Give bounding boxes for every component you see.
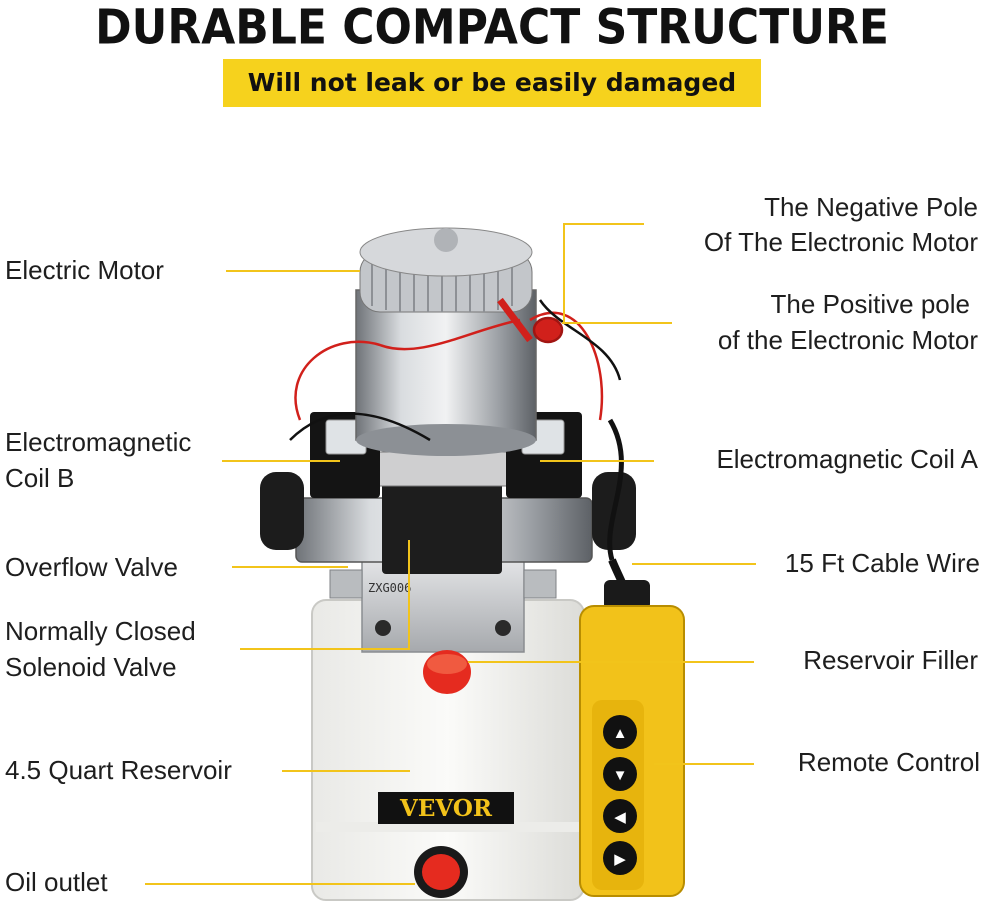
label-solenoid-line1: Normally Closed [5, 616, 196, 646]
leader-solenoid [240, 648, 410, 650]
leader-overflow-valve [232, 566, 348, 568]
leader-reservoir [282, 770, 410, 772]
label-positive-line1: The Positive pole [770, 289, 970, 319]
svg-text:▲: ▲ [613, 725, 628, 742]
leader-coil-b [222, 460, 340, 462]
subtitle-banner: Will not leak or be easily damaged [223, 59, 761, 107]
label-filler: Reservoir Filler [803, 645, 978, 675]
label-reservoir: 4.5 Quart Reservoir [5, 755, 232, 785]
vevor-logo: VEVOR [399, 795, 493, 822]
leader-solenoid-vertical [408, 540, 410, 650]
vevor-logo-plate [378, 792, 514, 824]
label-solenoid-line2: Solenoid Valve [5, 652, 177, 682]
oil-outlet-cap [414, 846, 468, 898]
reservoir-filler-cap [423, 650, 471, 694]
leader-cable [632, 563, 756, 565]
valve-block: ZXG006 [329, 559, 557, 653]
label-negative-line2: Of The Electronic Motor [703, 227, 978, 257]
svg-text:▼: ▼ [613, 767, 628, 784]
leader-electric-motor [226, 270, 360, 272]
leader-positive [562, 322, 672, 324]
electric-motor [355, 227, 537, 456]
svg-text:◀: ◀ [614, 809, 626, 826]
leader-oil-outlet [145, 883, 415, 885]
svg-text:▶: ▶ [614, 851, 626, 868]
page-title: DURABLE COMPACT STRUCTURE [95, 0, 889, 56]
label-coil-a: Electromagnetic Coil A [716, 444, 978, 474]
leader-filler [468, 661, 754, 663]
label-cable: 15 Ft Cable Wire [784, 548, 980, 578]
label-negative-line1: The Negative Pole [764, 192, 978, 222]
leader-remote [654, 763, 754, 765]
motor-wiring [289, 297, 624, 561]
label-electric-motor: Electric Motor [5, 255, 164, 285]
label-overflow-valve: Overflow Valve [5, 552, 178, 582]
remote-control: ▲ ▼ ◀ ▶ [579, 558, 685, 897]
label-coil-b-line2: Coil B [5, 463, 75, 493]
leader-negative-vertical [563, 223, 565, 323]
leader-negative [564, 223, 644, 225]
valve-code: ZXG006 [368, 581, 411, 595]
label-positive-line2: of the Electronic Motor [717, 325, 978, 355]
label-coil-b-line1: Electromagnetic [5, 427, 192, 457]
leader-coil-a [540, 460, 654, 462]
label-remote: Remote Control [797, 747, 980, 777]
label-oil-outlet: Oil outlet [5, 867, 108, 897]
